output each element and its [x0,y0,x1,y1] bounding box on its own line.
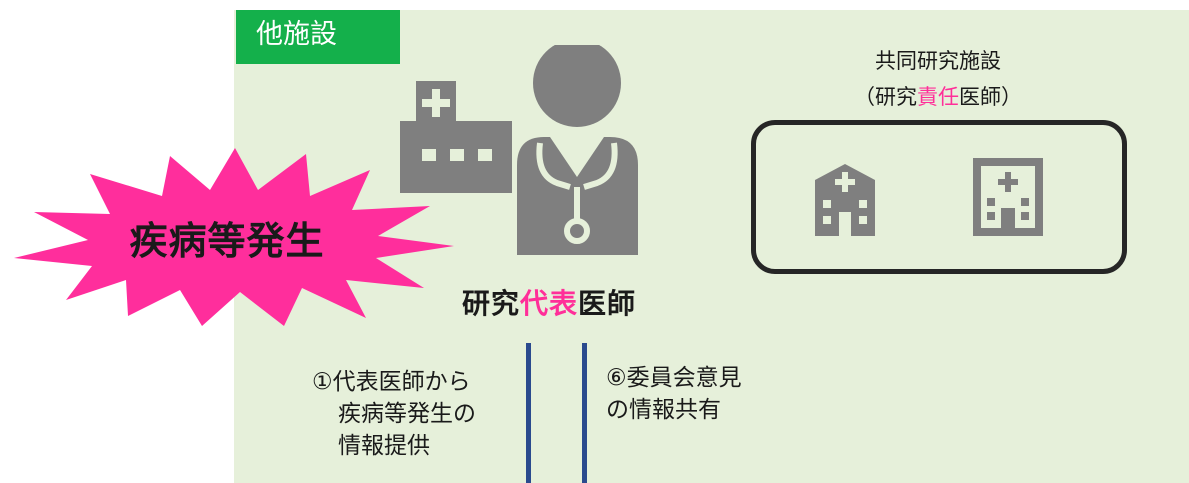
note-info-provision: ①代表医師から 疾病等発生の 情報提供 [312,366,476,462]
coop-facility-line1: 共同研究施設 [875,49,1001,73]
coop-facility-icons [815,158,1043,236]
burst-label: 疾病等発生 [129,219,325,263]
info-line-left [526,343,531,483]
info-line-right [582,343,587,483]
doctor-stethoscope-icon [517,45,638,255]
hospital-box-icon [973,158,1043,236]
note-left-line1: ①代表医師から [312,369,471,395]
note-committee-opinion: ⑥委員会意見 の情報共有 [606,362,742,426]
hospital-building-icon [815,164,875,236]
burst-shape [14,148,454,326]
note-left-line2: 疾病等発生の [338,401,476,427]
coop-facility-line2: （研究責任医師） [854,85,1022,109]
coop-facility-box [751,120,1127,274]
lead-doctor-title: 研究代表医師 [462,287,637,320]
note-right-line2: の情報共有 [606,397,721,423]
facility-tag: 他施設 [236,10,400,64]
coop-facility-title: 共同研究施設 （研究責任医師） [790,43,1086,115]
lead-doctor-illustration [400,45,638,255]
hospital-icon [400,81,512,193]
note-left-line3: 情報提供 [338,433,430,459]
note-right-line1: ⑥委員会意見 [606,365,742,391]
